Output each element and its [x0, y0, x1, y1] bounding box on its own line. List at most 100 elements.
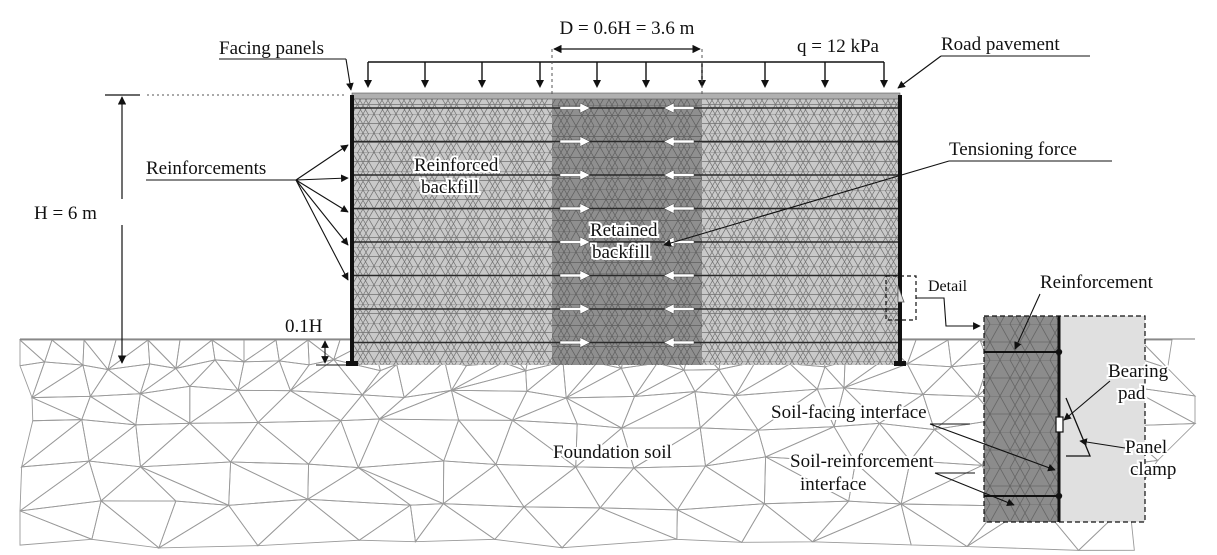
foundation-mesh-triangle	[632, 465, 707, 511]
foundation-mesh-triangle	[522, 506, 602, 549]
height-label-bg	[30, 199, 142, 225]
foundation-mesh-triangle	[676, 465, 766, 511]
bearing-pad-shape	[1055, 416, 1064, 433]
foundation-mesh-triangle	[106, 363, 151, 395]
detail-leader	[916, 297, 981, 330]
retained-backfill-label-line1: Retained	[590, 220, 658, 241]
foundation-mesh-triangle	[91, 500, 161, 549]
foundation-mesh-triangle	[357, 418, 446, 469]
foundation-mesh-triangle	[81, 419, 137, 462]
footing-left	[346, 361, 358, 366]
surcharge-arrow-head	[478, 80, 486, 88]
foundation-mesh-triangle	[139, 385, 191, 425]
foundation-mesh-triangle	[950, 339, 990, 368]
foundation-mesh-triangle	[214, 359, 245, 392]
foundation-mesh-triangle	[140, 461, 232, 507]
foundation-mesh-triangle	[451, 361, 528, 391]
foundation-mesh-triangle	[228, 461, 310, 506]
panel-clamp-shape	[1065, 397, 1091, 457]
foundation-mesh-triangle	[565, 362, 623, 399]
soil-reinforcement-interface-label-line2: interface	[800, 474, 866, 495]
foundation-mesh-triangle	[620, 362, 659, 398]
foundation-mesh-triangle	[414, 503, 497, 543]
foundation-mesh-triangle	[290, 390, 364, 422]
foundation-mesh-triangle	[158, 500, 231, 549]
reinforcements-leader-arrow	[295, 179, 349, 281]
reinforced-backfill-label-line2: backfill	[421, 177, 479, 198]
foundation-mesh-triangle	[718, 361, 757, 397]
foundation-mesh-triangle	[562, 361, 598, 399]
footing-right	[894, 361, 906, 366]
detail-connection-bottom	[1055, 492, 1063, 500]
tension-arrow-left	[663, 203, 695, 214]
foundation-mesh-triangle	[704, 456, 767, 505]
tension-arrow-right	[559, 270, 591, 281]
reinforcements-leaders	[295, 144, 349, 281]
surcharge-arrows	[364, 62, 888, 88]
foundation-mesh-triangle	[139, 422, 232, 468]
embedment-label: 0.1H	[285, 316, 323, 337]
foundation-mesh-triangle	[31, 395, 91, 421]
foundation-mesh-triangle	[19, 510, 93, 546]
detail-reinforcement-label: Reinforcement	[1040, 272, 1154, 293]
height-dimension: H = 6 m	[30, 94, 345, 364]
surcharge-arrow-head	[880, 80, 888, 88]
foundation-mesh-triangle	[788, 363, 826, 390]
foundation-mesh-triangle	[409, 503, 445, 543]
foundation-mesh-triangle	[230, 461, 310, 500]
foundation-mesh-triangle	[675, 503, 766, 543]
panel-clamp-label-line1: Panel	[1125, 437, 1167, 458]
foundation-mesh-triangle	[236, 360, 292, 392]
panel-clamp-leader	[1079, 438, 1126, 449]
foundation-mesh-triangle	[693, 368, 737, 397]
tensioning-force-leader	[663, 160, 950, 247]
surcharge-arrow-head	[364, 80, 372, 88]
foundation-mesh-triangle	[402, 360, 452, 399]
tension-arrow-right	[559, 102, 591, 114]
foundation-mesh-triangle	[1125, 385, 1196, 425]
foundation-mesh-triangle	[256, 498, 361, 547]
foundation-mesh-triangle	[306, 467, 412, 506]
foundation-mesh-triangle	[444, 360, 468, 392]
foundation-mesh-triangle	[495, 463, 577, 508]
tension-arrow-left	[663, 337, 695, 348]
foundation-mesh-triangle	[50, 339, 85, 366]
foundation-mesh-triangle	[705, 429, 767, 467]
foundation-mesh-triangle	[522, 466, 601, 509]
detail-connection-top	[1055, 348, 1063, 356]
foundation-mesh-triangle	[621, 390, 701, 429]
foundation-mesh-triangle	[229, 421, 310, 465]
foundation-mesh-triangle	[683, 369, 721, 393]
panel-clamp-label-line2: clamp	[1130, 459, 1176, 480]
foundation-mesh-triangle	[1138, 339, 1173, 370]
foundation-mesh-triangle	[921, 366, 979, 397]
foundation-mesh-triangle	[44, 339, 85, 366]
foundation-mesh-triangle	[237, 389, 292, 424]
soil-reinforcement-interface-label-line1: Soil-reinforcement	[790, 451, 934, 472]
foundation-mesh-triangle	[1077, 501, 1135, 551]
detail-outline	[983, 315, 1146, 523]
foundation-mesh-triangle	[763, 500, 850, 543]
facing-panels-label: Facing panels	[219, 38, 324, 59]
foundation-mesh-triangle	[451, 389, 528, 421]
height-label: H = 6 m	[34, 203, 97, 224]
bearing-pad-label-line2: pad	[1118, 383, 1146, 404]
reinforcements-leader-arrow	[295, 144, 349, 181]
width-dimension-label: D = 0.6H = 3.6 m	[560, 18, 695, 39]
foundation-mesh-triangle	[189, 385, 240, 425]
foundation-mesh-triangle	[357, 504, 416, 543]
foundation-mesh-triangle	[699, 427, 760, 467]
facing-panels	[346, 95, 906, 366]
reinforcements-label: Reinforcements	[146, 158, 266, 179]
foundation-mesh-triangle	[306, 498, 412, 541]
foundation-mesh-triangle	[19, 460, 102, 512]
foundation-mesh-triangle	[87, 424, 142, 468]
foundation-mesh-triangle	[19, 500, 102, 540]
foundation-mesh-triangle	[256, 420, 342, 465]
foundation-mesh-triangle	[135, 422, 192, 468]
foundation-mesh-triangle	[18, 339, 53, 363]
reinforcements-leader-arrow	[295, 179, 349, 246]
tension-arrow-left	[663, 169, 695, 181]
surcharge-load	[364, 61, 888, 88]
foundation-mesh-triangle	[83, 339, 117, 371]
